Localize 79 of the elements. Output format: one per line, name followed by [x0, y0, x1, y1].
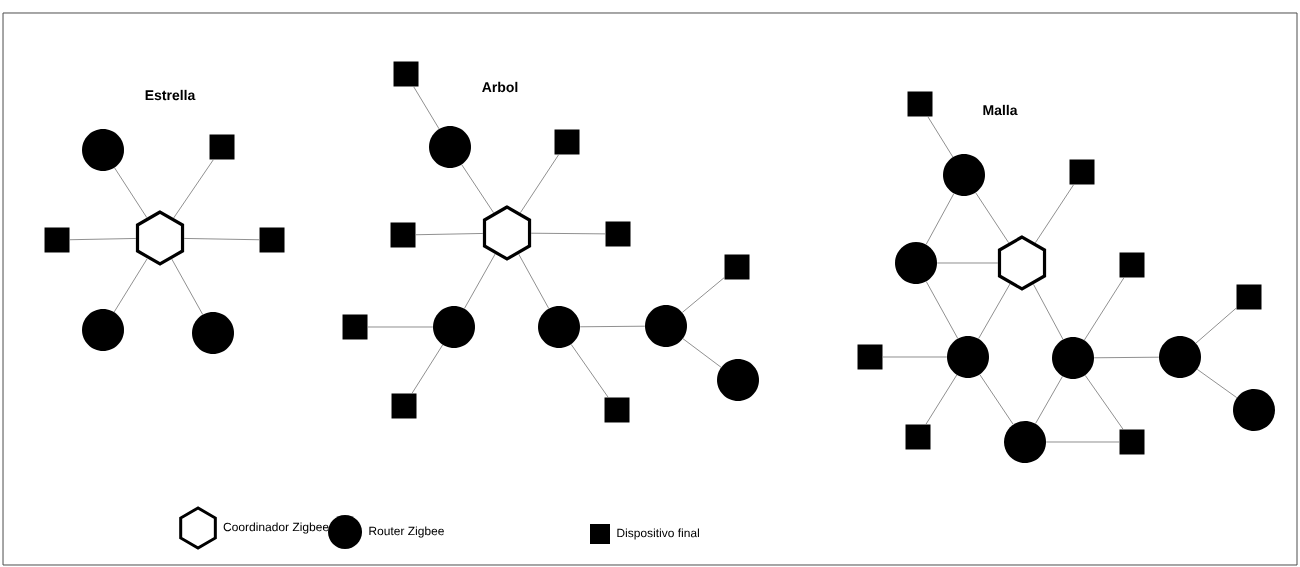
topology-title: Malla	[983, 104, 1018, 116]
link-line	[413, 86, 440, 130]
end-device-square	[604, 397, 630, 423]
router-circle	[947, 336, 989, 378]
router-circle	[538, 306, 580, 348]
end-device-square	[44, 227, 70, 253]
end-device-square	[259, 227, 285, 253]
router-circle	[645, 305, 687, 347]
end-device-square	[724, 254, 750, 280]
link-line	[113, 258, 148, 313]
router-circle	[943, 154, 985, 196]
coordinator-hexagon	[997, 235, 1047, 291]
link-line	[882, 356, 948, 358]
link-line	[415, 233, 484, 236]
link-line	[464, 253, 496, 309]
link-line	[1035, 376, 1063, 424]
end-device-square	[605, 221, 631, 247]
legend-label: Router Zigbee	[369, 526, 444, 538]
link-line	[936, 262, 999, 264]
link-line	[1195, 307, 1237, 344]
link-line	[925, 374, 958, 425]
link-line	[114, 167, 148, 219]
link-line	[1034, 184, 1075, 244]
link-line	[530, 232, 606, 235]
end-device-square	[1069, 159, 1095, 185]
router-circle	[717, 359, 759, 401]
coordinator-hexagon	[135, 210, 185, 266]
end-device-square	[209, 134, 235, 160]
link-line	[518, 253, 550, 309]
link-line	[579, 325, 646, 328]
end-device-square	[1119, 252, 1145, 278]
router-circle	[1233, 389, 1275, 431]
end-device-square	[1236, 284, 1262, 310]
end-device-square	[393, 61, 419, 87]
link-line	[411, 344, 444, 394]
end-device-square	[907, 91, 933, 117]
end-device-square	[342, 314, 368, 340]
end-device-square	[857, 344, 883, 370]
link-line	[925, 281, 959, 339]
link-line	[171, 258, 204, 315]
link-line	[682, 338, 722, 368]
link-line	[978, 283, 1011, 339]
coordinator-hexagon	[482, 205, 532, 261]
router-circle	[429, 126, 471, 168]
link-line	[367, 326, 434, 328]
link-line	[173, 159, 214, 219]
link-line	[183, 238, 260, 241]
link-line	[1083, 277, 1125, 341]
topology-title: Estrella	[145, 89, 196, 101]
router-circle	[82, 309, 124, 351]
link-line	[1033, 283, 1064, 340]
router-circle	[433, 306, 475, 348]
link-line	[1084, 374, 1124, 430]
end-device-square	[905, 424, 931, 450]
legend-label: Dispositivo final	[617, 528, 699, 540]
link-line	[1196, 368, 1238, 399]
link-line	[570, 343, 609, 398]
link-line	[925, 193, 955, 245]
end-device-square	[1119, 429, 1145, 455]
router-circle	[1052, 337, 1094, 379]
link-line	[519, 154, 560, 214]
topology-title: Arbol	[482, 81, 518, 93]
router-circle	[1004, 421, 1046, 463]
link-line	[1045, 441, 1120, 443]
router-circle	[895, 242, 937, 284]
link-line	[979, 374, 1014, 425]
end-device-square	[391, 393, 417, 419]
router-circle	[82, 129, 124, 171]
link-line	[461, 164, 495, 214]
link-line	[927, 116, 954, 158]
link-line	[681, 277, 725, 313]
link-line	[69, 238, 137, 241]
end-device-square	[554, 129, 580, 155]
link-line	[1093, 356, 1160, 359]
link-line	[975, 192, 1010, 244]
legend-label: Coordinador Zigbee	[223, 522, 329, 534]
router-circle	[1159, 336, 1201, 378]
router-circle	[192, 312, 234, 354]
end-device-square	[390, 222, 416, 248]
